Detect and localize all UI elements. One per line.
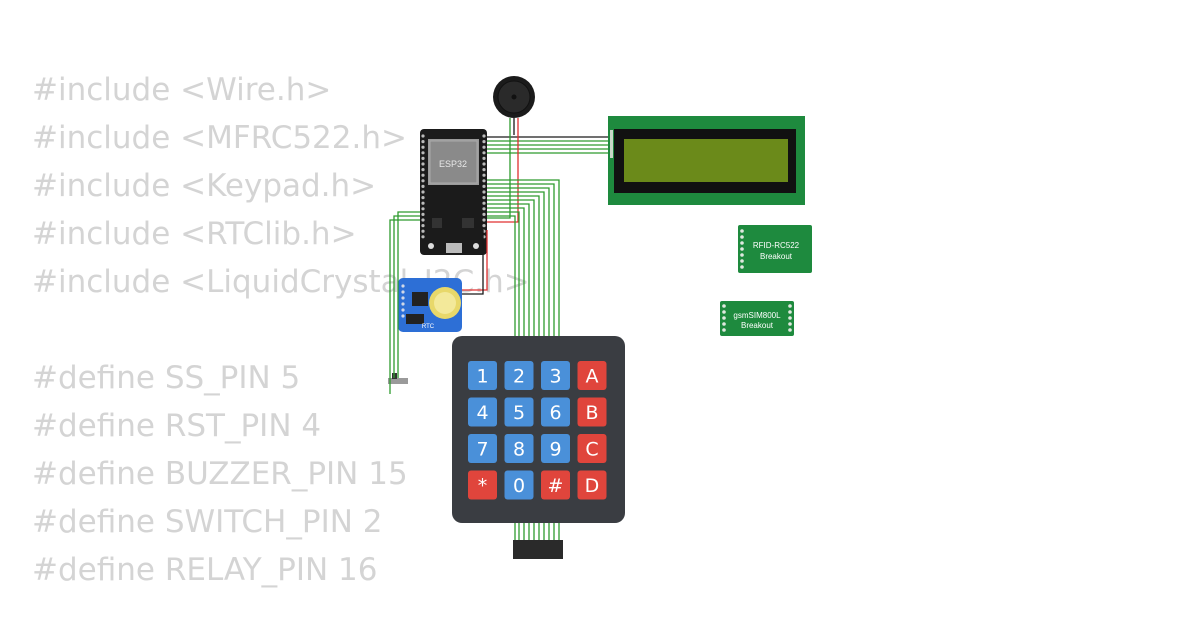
keypad-key-label: C xyxy=(585,439,598,461)
keypad-key-label: 0 xyxy=(513,475,525,497)
esp32-pin xyxy=(482,207,486,211)
keypad-key-label: 2 xyxy=(513,366,525,388)
keypad-key-label: * xyxy=(478,475,488,497)
keypad-key[interactable] xyxy=(577,470,607,500)
esp32-pin xyxy=(482,156,486,160)
esp32-pin xyxy=(421,196,425,200)
keypad-key[interactable] xyxy=(468,434,497,463)
keypad-key[interactable] xyxy=(577,434,607,463)
keypad-key[interactable] xyxy=(577,397,607,427)
keypad-key[interactable] xyxy=(468,397,497,427)
esp32-pin xyxy=(482,173,486,177)
code-line: #define SWITCH_PIN 2 xyxy=(32,504,383,540)
esp32-pin xyxy=(482,218,486,222)
rtc-label: RTC xyxy=(422,324,435,330)
esp32-pin xyxy=(482,201,486,205)
esp32-board[interactable]: ESP32 xyxy=(420,129,487,255)
lcd-display[interactable] xyxy=(608,116,805,205)
esp32-pin xyxy=(421,134,425,138)
esp32-pin xyxy=(482,179,486,183)
esp32-pin xyxy=(482,190,486,194)
esp32-pin xyxy=(421,162,425,166)
rfid-label-1: RFID-RC522 xyxy=(753,241,800,250)
esp32-label: ESP32 xyxy=(439,159,467,169)
esp32-pin xyxy=(421,224,425,228)
esp32-pin xyxy=(421,179,425,183)
keypad-key[interactable] xyxy=(468,470,497,500)
code-line: #include <RTClib.h> xyxy=(32,216,357,252)
esp32-pin xyxy=(421,145,425,149)
keypad-key-label: B xyxy=(585,402,598,424)
keypad-key-label: 6 xyxy=(549,402,561,424)
keypad-key[interactable] xyxy=(504,397,534,427)
code-line: #include <MFRC522.h> xyxy=(32,120,407,156)
keypad-key[interactable] xyxy=(541,361,570,390)
esp32-pin xyxy=(421,151,425,155)
keypad-key-label: 3 xyxy=(549,366,561,388)
code-line: #define BUZZER_PIN 15 xyxy=(32,456,408,492)
esp32-pin xyxy=(482,184,486,188)
esp32-pin xyxy=(482,168,486,172)
esp32-pin xyxy=(482,162,486,166)
keypad-connector xyxy=(513,540,563,559)
gsm-breakout[interactable]: gsmSIM800L Breakout xyxy=(720,301,794,336)
esp32-pin xyxy=(482,145,486,149)
keypad-key[interactable] xyxy=(541,470,570,500)
gsm-label-2: Breakout xyxy=(741,321,774,330)
code-line: #define RELAY_PIN 16 xyxy=(32,552,378,588)
buzzer[interactable] xyxy=(493,76,535,118)
code-line: #include <Keypad.h> xyxy=(32,168,377,204)
esp32-pin xyxy=(421,207,425,211)
rfid-label-2: Breakout xyxy=(760,252,793,261)
esp32-pin xyxy=(482,224,486,228)
keypad-key[interactable] xyxy=(577,361,607,390)
code-line: #include <LiquidCrystal_I2C.h> xyxy=(32,264,530,300)
code-overlay: #include <Wire.h> #include <MFRC522.h> #… xyxy=(32,66,530,594)
esp32-pin xyxy=(482,196,486,200)
code-line: #define RST_PIN 4 xyxy=(32,408,322,444)
keypad-key-label: # xyxy=(548,475,564,497)
esp32-pin xyxy=(421,201,425,205)
keypad-key[interactable] xyxy=(504,470,534,500)
code-line: #include <Wire.h> xyxy=(32,72,332,108)
gsm-label-1: gsmSIM800L xyxy=(733,311,781,320)
keypad-key-label: 7 xyxy=(476,439,488,461)
keypad-key[interactable] xyxy=(504,361,534,390)
rfid-breakout[interactable]: RFID-RC522 Breakout xyxy=(738,225,812,273)
keypad-key[interactable] xyxy=(504,434,534,463)
keypad-4x4: 1 2 3 A 4 5 6 B 7 8 9 C * 0 # D xyxy=(452,336,625,523)
esp32-pin xyxy=(421,229,425,233)
keypad-key-label: 9 xyxy=(549,439,561,461)
keypad-key-label: 4 xyxy=(476,402,488,424)
rtc-module[interactable]: RTC xyxy=(398,278,462,332)
esp32-pin xyxy=(482,151,486,155)
esp32-pin xyxy=(421,173,425,177)
keypad-key-label: D xyxy=(585,475,600,497)
keypad-key-label: 8 xyxy=(513,439,525,461)
esp32-pin xyxy=(421,235,425,239)
esp32-pin xyxy=(421,218,425,222)
esp32-pin xyxy=(482,212,486,216)
esp32-pin xyxy=(421,190,425,194)
esp32-pin xyxy=(421,184,425,188)
keypad-key[interactable] xyxy=(541,434,570,463)
esp32-pin xyxy=(421,212,425,216)
esp32-pin xyxy=(421,168,425,172)
esp32-pin xyxy=(421,156,425,160)
code-line: #define SS_PIN 5 xyxy=(32,360,301,396)
keypad-key[interactable] xyxy=(541,397,570,427)
keypad-key[interactable] xyxy=(468,361,497,390)
esp32-pin xyxy=(482,140,486,144)
esp32-pin xyxy=(482,134,486,138)
keypad-key-label: 1 xyxy=(476,366,488,388)
keypad-key-label: 5 xyxy=(513,402,525,424)
esp32-pin xyxy=(421,140,425,144)
keypad-key-label: A xyxy=(586,366,599,388)
